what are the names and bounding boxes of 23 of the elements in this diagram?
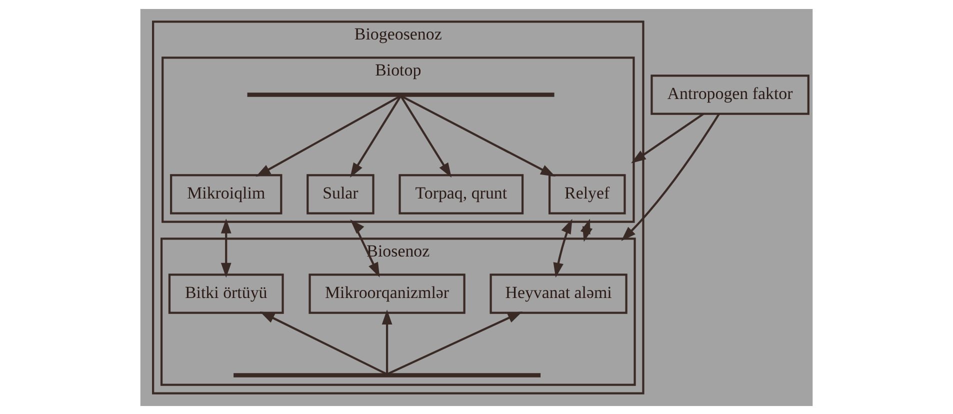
arrow [220,218,232,278]
node-box: Mikroiqlim [170,174,282,214]
node-box: Bitki örtüyü [168,273,284,314]
arrow [256,94,402,176]
arrow [400,94,452,178]
arrow [553,218,572,278]
node-box: Antropogen faktor [650,74,810,114]
node-box: Sular [306,174,374,214]
node-box: Mikroorqanizmlər [308,273,466,314]
arrow [260,310,388,375]
arrow [400,94,556,176]
node-box: Torpaq, qrunt [398,174,524,214]
arrow [350,94,402,178]
arrow [386,311,523,375]
arrow [350,218,380,277]
arrow [621,112,720,240]
node-bar [234,372,541,377]
arrow [631,112,704,163]
node-bar [247,92,554,96]
node-box: Heyvanat aləmi [490,273,628,314]
node-box: Relyef [548,174,626,214]
arrow [382,309,392,374]
arrow [580,218,593,242]
